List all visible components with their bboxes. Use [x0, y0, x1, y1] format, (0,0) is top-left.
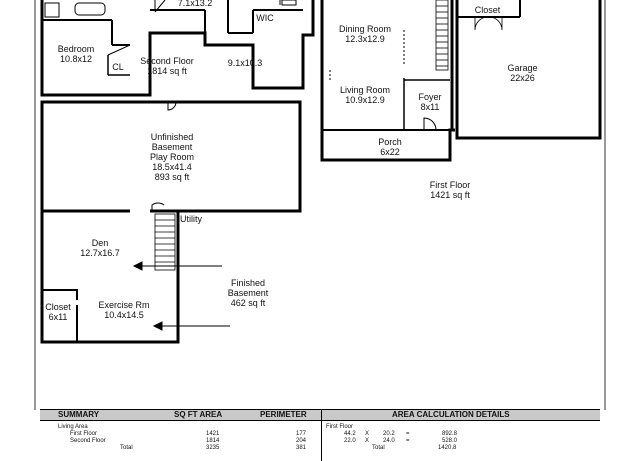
- label-room-91: 9.1x10.3: [227, 58, 263, 68]
- detail-result: 892.8: [442, 431, 458, 437]
- header-area-details: AREA CALCULATION DETAILS: [392, 410, 510, 419]
- header-perimeter: PERIMETER: [260, 410, 307, 419]
- sheet-border: [34, 0, 606, 410]
- header-summary: SUMMARY: [58, 410, 100, 419]
- second-floor-plan: [40, 0, 315, 97]
- unfinished-basement-plan: [40, 100, 302, 213]
- detail-a: 22.0: [344, 438, 356, 444]
- area-arrows: [132, 261, 230, 331]
- row-perimeter: 381: [296, 445, 307, 451]
- detail-eq: =: [406, 431, 410, 437]
- label-utility: Utility: [180, 214, 202, 224]
- row-label: Total: [120, 445, 133, 451]
- label-second-floor-top: 7.1x13.2: [177, 0, 213, 8]
- detail-a: 44.2: [344, 431, 356, 437]
- row-area: 1421: [206, 431, 220, 437]
- first-floor-plan: [320, 0, 602, 162]
- living-area-label: Living Area: [58, 424, 88, 430]
- first-floor-stair: [435, 0, 449, 71]
- row-perimeter: 177: [296, 431, 307, 437]
- label-cl: CL: [112, 62, 124, 72]
- summary-table: SUMMARY SQ FT AREA PERIMETER AREA CALCUL…: [40, 409, 600, 461]
- detail-op: X: [365, 438, 370, 444]
- details-total: 1420.8: [438, 445, 457, 451]
- detail-b: 24.0: [383, 438, 395, 444]
- label-wic: WIC: [256, 13, 274, 23]
- summary-header: SUMMARY SQ FT AREA PERIMETER AREA CALCUL…: [40, 410, 600, 421]
- finished-basement-plan: [40, 202, 180, 344]
- row-area: 1814: [206, 438, 220, 444]
- detail-b: 20.2: [383, 431, 395, 437]
- detail-op: X: [365, 431, 370, 437]
- details-total-label: Total: [372, 445, 385, 451]
- summary-divider: [321, 410, 322, 461]
- row-area: 3235: [206, 445, 220, 451]
- header-sq-ft-area: SQ FT AREA: [174, 410, 223, 419]
- row-label: First Floor: [70, 431, 97, 437]
- row-perimeter: 204: [296, 438, 307, 444]
- row-label: Second Floor: [70, 438, 106, 444]
- detail-result: 528.0: [442, 438, 458, 444]
- basement-stair: [154, 213, 176, 271]
- label-closet-top: Closet: [474, 5, 501, 15]
- details-title: First Floor: [326, 424, 353, 430]
- detail-eq: =: [406, 438, 410, 444]
